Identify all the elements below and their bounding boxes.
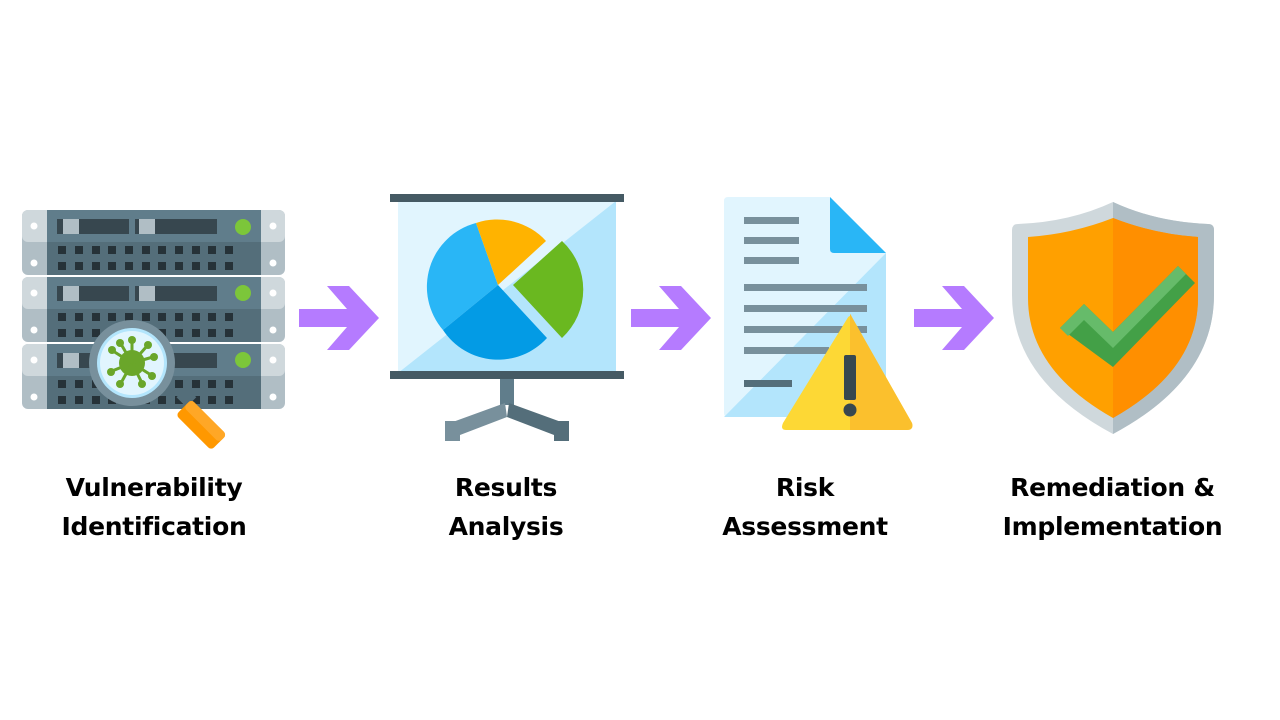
arrow-right-icon xyxy=(631,286,711,350)
step-vulnerability-identification xyxy=(20,205,290,455)
step-label-remediation-implementation: Remediation & Implementation xyxy=(980,468,1245,546)
label-line-2: Analysis xyxy=(448,512,564,541)
label-line-2: Identification xyxy=(61,512,247,541)
step-remediation-implementation xyxy=(1010,200,1216,436)
step-label-risk-assessment: Risk Assessment xyxy=(700,468,910,546)
flow-arrow-3 xyxy=(912,282,996,358)
label-line-1: Remediation & xyxy=(1010,473,1215,502)
arrow-right-icon xyxy=(299,286,379,350)
presentation-pie-chart-icon xyxy=(390,194,624,441)
document-warning-icon xyxy=(724,197,913,430)
step-results-analysis xyxy=(390,193,624,443)
label-line-1: Risk xyxy=(775,473,835,502)
label-line-1: Vulnerability xyxy=(65,473,243,502)
shield-checkmark-icon xyxy=(1012,202,1214,434)
flow-arrow-1 xyxy=(297,282,381,358)
flow-arrow-2 xyxy=(629,282,713,358)
label-line-1: Results xyxy=(454,473,558,502)
label-line-2: Assessment xyxy=(722,512,888,541)
arrow-right-icon xyxy=(914,286,994,350)
step-label-vulnerability-identification: Vulnerability Identification xyxy=(30,468,278,546)
server-virus-magnifier-icon xyxy=(22,210,285,449)
step-label-results-analysis: Results Analysis xyxy=(406,468,606,546)
label-line-2: Implementation xyxy=(1002,512,1223,541)
step-risk-assessment xyxy=(722,195,917,435)
